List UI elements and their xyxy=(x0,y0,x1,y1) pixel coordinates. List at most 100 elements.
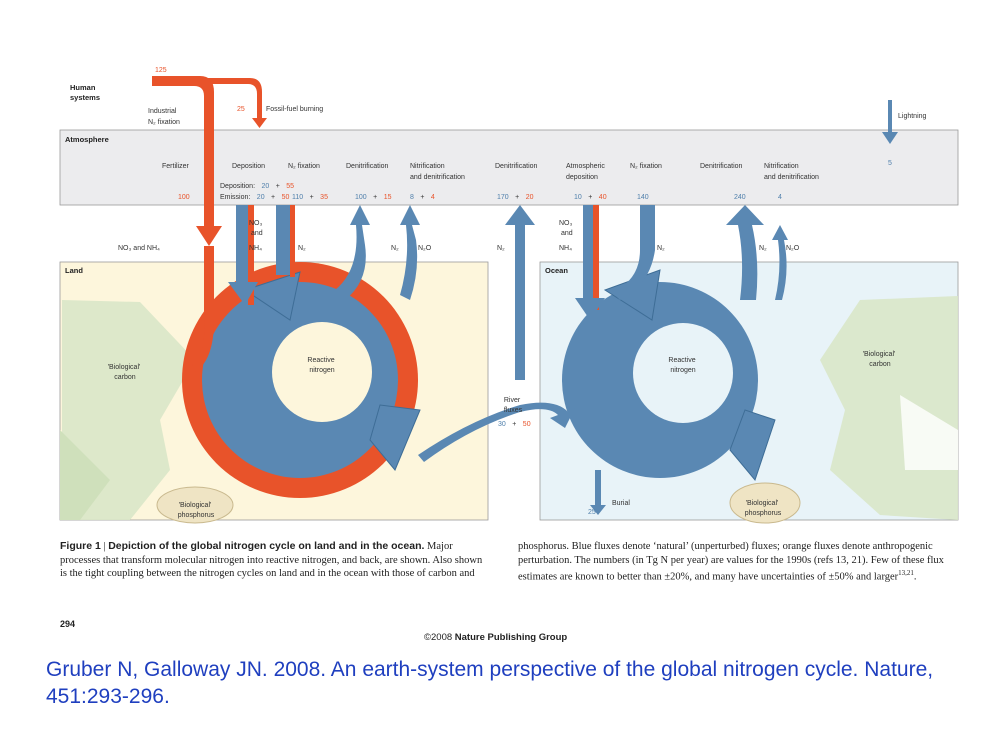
fertilizer-down-flow xyxy=(192,246,214,372)
fossil-label: Fossil-fuel burning xyxy=(266,106,323,113)
atm-dep-ocean-2: deposition xyxy=(566,174,598,181)
deposition-anthropogenic-flow xyxy=(248,205,254,305)
ocean-reactive-line-2: nitrogen xyxy=(670,367,695,374)
human-systems-line-1: Human xyxy=(70,83,96,92)
fossil-fuel-flow xyxy=(152,78,262,120)
caption-superscript: 13,21 xyxy=(898,569,914,577)
land-cycle-arrowhead-top xyxy=(243,271,301,321)
flux-denit-mid: 170 + 20 xyxy=(497,186,534,203)
atm-deposition: Deposition xyxy=(232,163,265,170)
caption-right: phosphorus. Blue fluxes denote ‘natural’… xyxy=(518,541,944,583)
fossil-value: 25 xyxy=(237,106,245,113)
fertilizer-arrow xyxy=(196,226,222,246)
flux-n2fix-land: 110 + 35 xyxy=(292,186,328,203)
burial-label: Burial xyxy=(612,500,630,507)
river-flux-line-1: River xyxy=(504,397,521,404)
flux-deposition-anthropogenic: 55 xyxy=(286,183,294,190)
copyright-prefix: ©2008 xyxy=(424,632,455,643)
lightning-arrow xyxy=(882,132,898,144)
flux-deposition-label: Deposition: xyxy=(220,183,255,190)
land-cycle-arrowhead xyxy=(369,404,421,471)
species-no3: NO₃ xyxy=(249,220,263,227)
nitrification-ocean-flow xyxy=(772,225,788,300)
flux-denit-mid-plus: + xyxy=(515,194,519,201)
lightning-flow xyxy=(888,100,892,135)
bio-phosphorus-land-shape xyxy=(156,486,234,524)
atm-deposition-ocean-anth xyxy=(593,205,599,310)
atm-nitrif-ocean: Nitrification xyxy=(764,163,799,170)
bio-phos-land-label: 'Biological' phosphorus xyxy=(178,502,215,519)
bio-carbon-land-leaf xyxy=(60,430,110,520)
ocean-reactive-core xyxy=(633,323,733,423)
flux-atm-dep-ocean: 10 + 40 xyxy=(574,186,607,203)
river-flux-natural: 30 xyxy=(498,421,506,428)
flux-deposition-plus: + xyxy=(276,183,280,190)
flux-n2fix-land-anthropogenic: 35 xyxy=(320,194,328,201)
flux-deposition-row: Deposition: 20 + 55 xyxy=(220,175,294,192)
bio-phos-ocean-label: 'Biological' phosphorus xyxy=(745,500,782,517)
denitrification-land-flow xyxy=(335,205,370,300)
species-and-b: and xyxy=(561,230,573,237)
denitrification-ocean-flow xyxy=(726,205,764,300)
flux-emission-plus: + xyxy=(271,194,275,201)
atm-n2fix-land: N₂ fixation xyxy=(288,163,320,170)
flux-emission-anthropogenic: 50 xyxy=(282,194,290,201)
atm-n2fix-ocean: N₂ fixation xyxy=(630,163,662,170)
atm-dep-ocean: Atmospheric xyxy=(566,163,605,170)
flux-denit-ocean: 240 xyxy=(734,194,746,201)
industrial-fixation-flow xyxy=(152,76,214,230)
species-n2-e: N₂ xyxy=(759,245,767,252)
caption-fig-title: Depiction of the global nitrogen cycle o… xyxy=(108,540,425,552)
caption-fig-label: Figure 1 xyxy=(60,540,101,552)
deposition-arrowhead xyxy=(228,282,258,305)
flux-nitrif-ocean: 4 xyxy=(778,194,782,201)
caption-left-text: Major processes that transform molecular… xyxy=(60,541,483,579)
species-n2o-a: N₂O xyxy=(418,245,432,252)
atm-fertilizer: Fertilizer xyxy=(162,163,190,170)
flux-atm-dep-ocean-natural: 10 xyxy=(574,194,582,201)
species-no3-b: NO₃ xyxy=(559,220,573,227)
land-reactive-line-1: Reactive xyxy=(307,357,334,364)
land-reactive-line-2: nitrogen xyxy=(309,367,334,374)
bio-carbon-land-line-2: carbon xyxy=(114,374,136,381)
flux-n2fix-land-natural: 110 xyxy=(292,194,303,201)
flux-deposition-natural: 20 xyxy=(261,183,269,190)
flux-atm-dep-ocean-anthropogenic: 40 xyxy=(599,194,607,201)
bio-phos-land-line-2: phosphorus xyxy=(178,512,215,519)
atmosphere-label: Atmosphere xyxy=(65,135,109,144)
bio-phos-ocean-line-1: 'Biological' xyxy=(746,500,779,507)
caption-right-text: phosphorus. Blue fluxes denote ‘natural’… xyxy=(518,541,944,583)
flux-n2fix-ocean: 140 xyxy=(637,194,649,201)
human-systems-line-2: systems xyxy=(70,93,100,102)
lightning-value: 5 xyxy=(888,160,892,167)
atm-denit-ocean: Denitrification xyxy=(700,163,743,170)
river-flux-flow xyxy=(418,402,575,462)
bio-carbon-ocean-line-1: 'Biological' xyxy=(863,351,896,358)
bio-phos-land-line-1: 'Biological' xyxy=(179,502,212,509)
ocean-reactive-line-1: Reactive xyxy=(668,357,695,364)
flux-fertilizer: 100 xyxy=(178,194,190,201)
flux-emission-row: Emission: 20 + 50 xyxy=(220,186,289,203)
bio-carbon-land-shape xyxy=(62,300,195,520)
deposition-natural-flow xyxy=(236,205,248,285)
fossil-fuel-arrow xyxy=(252,118,267,128)
atm-and-denit-ocean: and denitrification xyxy=(764,174,819,181)
atm-deposition-ocean-arrow xyxy=(575,298,605,320)
nitrification-land-flow xyxy=(400,205,420,300)
flux-nitrif-land-natural: 8 xyxy=(410,194,414,201)
human-systems-label: Human systems xyxy=(70,83,100,102)
land-reactive-nitrogen-label: Reactive nitrogen xyxy=(307,357,336,374)
species-no3-nh4-land: NO₃ and NH₄ xyxy=(118,245,160,252)
river-flux-plus: + xyxy=(512,421,516,428)
river-flux-values: 30 + 50 xyxy=(498,413,531,430)
bio-phosphorus-ocean-shape xyxy=(729,482,801,524)
n2-fixation-land-anth xyxy=(290,205,295,277)
n2-fixation-land-flow xyxy=(276,205,290,275)
atm-deposition-ocean-natural xyxy=(583,205,593,300)
river-flux-label: River fluxes xyxy=(504,397,523,414)
flux-denit-land-anthropogenic: 15 xyxy=(384,194,392,201)
atm-denit-land: Denitrification xyxy=(346,163,389,170)
industrial-n2fix-label: N₂ fixation xyxy=(148,119,180,126)
land-label: Land xyxy=(65,266,83,275)
